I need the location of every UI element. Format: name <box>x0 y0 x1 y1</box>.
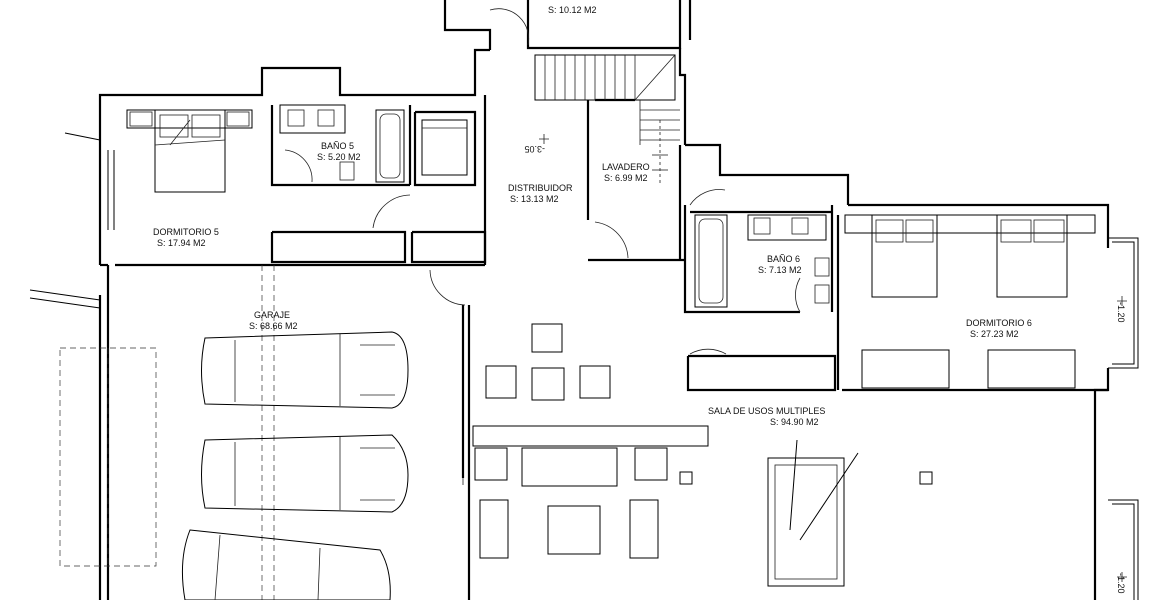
garaje-name: GARAJE <box>254 310 290 320</box>
garaje-area: S: 68.66 M2 <box>249 321 298 331</box>
dormitorio6-name: DORMITORIO 6 <box>966 318 1032 328</box>
level-terrace-1: -1.20 <box>1116 302 1126 323</box>
level-distribuidor: -3.05 <box>524 144 545 154</box>
level-terrace-2: -1.20 <box>1116 573 1126 594</box>
distribuidor-name: DISTRIBUIDOR <box>508 183 573 193</box>
bano-5-fixtures <box>279 104 468 183</box>
bano5-name: BAÑO 5 <box>321 141 354 151</box>
bed-dormitorio-5 <box>126 109 253 193</box>
dormitorio5-name: DORMITORIO 5 <box>153 227 219 237</box>
dormitorio6-area: S: 27.23 M2 <box>970 329 1019 339</box>
level-marks: -3.05 -1.20 -1.20 <box>524 134 1127 594</box>
sala-furniture <box>472 323 933 587</box>
level-marker-icon <box>1117 296 1127 306</box>
lavadero-area: S: 6.99 M2 <box>604 173 648 183</box>
lavadero-name: LAVADERO <box>602 162 650 172</box>
dormitorio5-area: S: 17.94 M2 <box>157 238 206 248</box>
sala-area: S: 94.90 M2 <box>770 417 819 427</box>
bano5-area: S: 5.20 M2 <box>317 152 361 162</box>
beds-dormitorio-6 <box>844 214 1096 389</box>
bano-6-fixtures <box>694 214 830 308</box>
level-marker-icon <box>539 134 549 144</box>
staircase <box>534 54 680 185</box>
room-labels: S: 10.12 M2 BAÑO 5 S: 5.20 M2 DORMITORIO… <box>153 5 1032 427</box>
distribuidor-area: S: 13.13 M2 <box>510 194 559 204</box>
doors <box>284 8 801 485</box>
walls <box>98 0 1139 600</box>
level-marker-icon <box>1117 572 1127 582</box>
sala-name: SALA DE USOS MULTIPLES <box>708 406 825 416</box>
top-room-area: S: 10.12 M2 <box>548 5 597 15</box>
garage-contents <box>29 132 409 600</box>
bano6-area: S: 7.13 M2 <box>758 265 802 275</box>
bano6-name: BAÑO 6 <box>767 254 800 264</box>
